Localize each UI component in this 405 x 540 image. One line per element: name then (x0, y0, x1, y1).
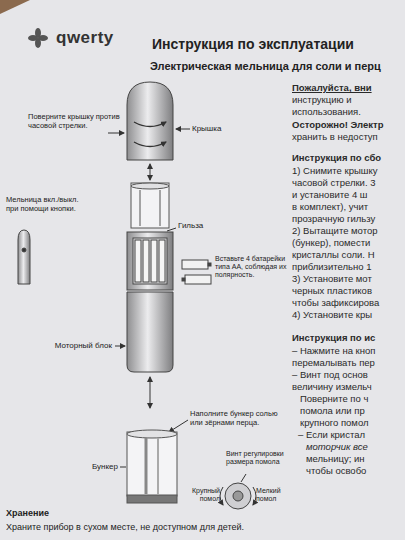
adjust-screw (253, 487, 256, 505)
leader-lines (120, 467, 126, 468)
instruction-line: – Если кристал (298, 430, 365, 441)
hopper (145, 438, 148, 494)
part-label: Гильза (178, 221, 203, 230)
sleeve (131, 183, 169, 189)
part-label: Бункер (66, 462, 118, 471)
cap (127, 82, 173, 160)
battery-icon (208, 263, 211, 266)
table-corner (0, 0, 30, 14)
battery-compartment (127, 232, 173, 290)
instruction-line: чтобы освобо (306, 466, 366, 477)
battery-compartment (133, 238, 167, 284)
battery-compartment (159, 240, 165, 282)
hopper (157, 438, 159, 494)
instruction-line: приблизительно 1 (292, 262, 371, 273)
hopper (127, 495, 177, 503)
battery-icon (185, 275, 211, 284)
leader-lines (150, 164, 151, 180)
sheet-title: Инструкция по эксплуатации (152, 36, 354, 52)
sleeve (160, 190, 161, 226)
part-label: Моторный блок (40, 341, 112, 350)
part-label: Крупный помол (180, 487, 220, 503)
part-label: Крышка (192, 124, 221, 133)
logo-icon (28, 28, 48, 48)
instruction-line: прозрачную гильзу (292, 214, 375, 225)
instruction-line: – Винт под основ (292, 370, 368, 381)
battery-compartment (143, 240, 149, 282)
instruction-line: (бункер), помести (292, 238, 370, 249)
instruction-line: часовой стрелки. 3 (292, 178, 375, 189)
instruction-line: чтобы зафиксирова (292, 298, 379, 309)
instruction-line: в комплект), учит (292, 202, 368, 213)
cap (127, 82, 173, 160)
storage-note: Храните прибор в сухом месте, не доступн… (6, 522, 244, 532)
instruction-line: кристаллы соли. Н (292, 250, 375, 261)
logo-icon (38, 35, 48, 41)
leader-lines (241, 474, 246, 482)
adjust-screw (225, 483, 251, 509)
leader-lines (176, 129, 190, 130)
instruction-line: хранить в недоступ (292, 132, 378, 143)
instruction-line: Пожалуйста, вни (292, 83, 372, 94)
sleeve (131, 183, 169, 228)
adjust-screw (220, 487, 223, 505)
instruction-line: Поверните по ч (300, 394, 368, 405)
instruction-line: 1) Снимите крышку (292, 166, 377, 177)
instruction-line: использования. (292, 107, 361, 118)
logo-icon (28, 35, 38, 41)
instruction-line: инструкцию и (292, 95, 352, 106)
instruction-line: 2) Вытащите мотор (292, 226, 378, 237)
instruction-line: перемалывать пер (292, 358, 375, 369)
part-label: Мельница вкл./выкл. при помощи кнопки. (6, 196, 90, 213)
instruction-line: моторчик все (306, 442, 368, 453)
battery-compartment (135, 240, 141, 282)
instruction-line: черных пластиков (292, 286, 372, 297)
part-label: Вставьте 4 батарейки типа АА, соблюдая и… (215, 255, 291, 279)
adjust-screw (233, 491, 243, 501)
part-label: Винт регулировки размера помола (226, 450, 290, 466)
part-label: Наполните бункер солью или зёрнами перца… (190, 410, 288, 427)
brand-logo: qwerty (56, 28, 114, 48)
hopper (127, 430, 177, 438)
adjust-screw (220, 483, 256, 509)
instruction-line: – Нажмите на кноп (292, 346, 375, 357)
instruction-line: Осторожно! Электр (292, 120, 384, 131)
instruction-line: Инструкция по ис (292, 333, 375, 344)
battery-icon (182, 278, 185, 281)
subtitle: Электрическая мельница для соли и перц (150, 60, 381, 73)
instruction-line: крупного помол (300, 418, 369, 429)
instruction-line: мельницу; ин (306, 454, 365, 465)
instruction-line: 3) Установите мот (292, 274, 372, 285)
leader-lines (108, 129, 246, 482)
cap (134, 122, 166, 127)
battery-compartment (151, 240, 157, 282)
battery-compartment (127, 232, 173, 290)
instruction-line: величину измельч (292, 382, 372, 393)
hopper (127, 432, 177, 496)
small-mill-icon (22, 248, 26, 252)
small-mill-icon (18, 230, 30, 284)
leader-lines (150, 377, 151, 408)
leader-lines (108, 133, 124, 134)
section-heading: Хранение (6, 508, 49, 518)
leader-lines (115, 346, 125, 347)
cap (134, 142, 166, 147)
part-label: Мелкий помол (256, 487, 296, 503)
sleeve (140, 190, 141, 226)
battery-icon (182, 260, 211, 284)
instruction-line: Инструкция по сбо (292, 153, 381, 164)
instruction-line: и установите 4 ш (292, 190, 367, 201)
instruction-line: 4) Установите кры (292, 310, 372, 321)
motor-block (127, 292, 173, 372)
motor-block (127, 292, 173, 372)
instruction-line: помола или пр (300, 406, 365, 417)
small-mill-icon (18, 230, 30, 284)
hopper (127, 430, 177, 503)
sleeve (131, 183, 169, 228)
part-label: Поверните крышку против часовой стрелки. (28, 113, 124, 130)
battery-icon (182, 260, 208, 269)
leader-lines (169, 420, 188, 432)
